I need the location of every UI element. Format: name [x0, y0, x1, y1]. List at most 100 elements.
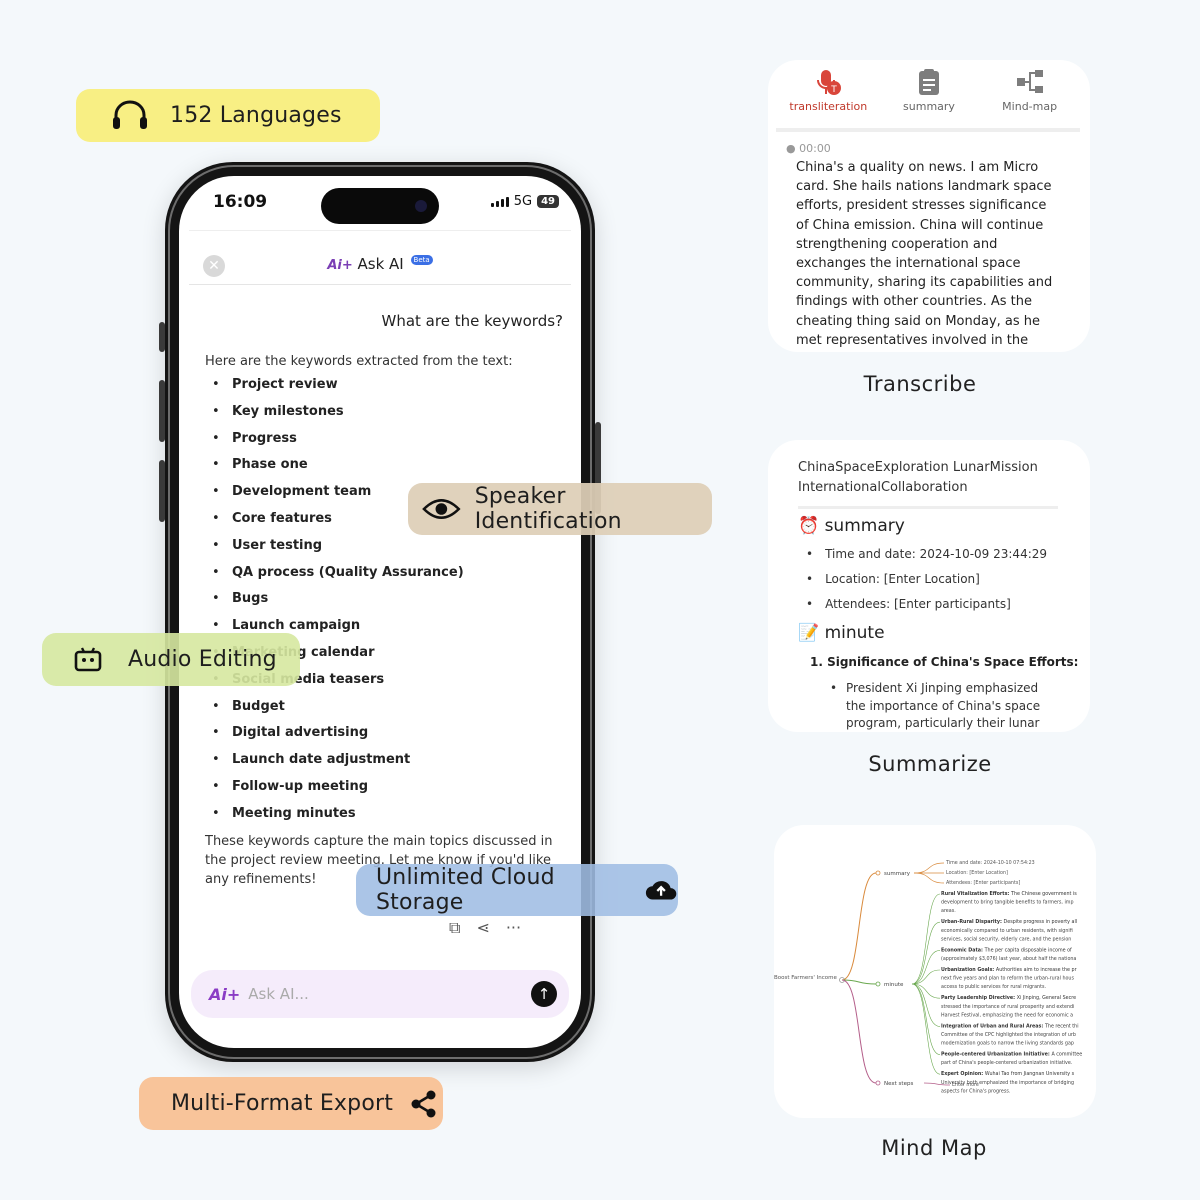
- badge-multi-format-export: Multi-Format Export: [139, 1077, 443, 1130]
- mindmap-leaf-title: Integration of Urban and Rural Areas:: [941, 1023, 1045, 1029]
- send-button[interactable]: ↑: [531, 981, 557, 1007]
- alarm-clock-icon: ⏰: [798, 516, 820, 536]
- mindmap-leaf: Party Leadership Directive: Xi Jinping, …: [941, 995, 1076, 1001]
- share-icon[interactable]: ⋖: [476, 918, 490, 937]
- mindmap-leaf-line: [911, 983, 941, 1075]
- mindmap-leaf: Integration of Urban and Rural Areas: Th…: [941, 1023, 1079, 1029]
- summary-heading-label: summary: [824, 516, 905, 536]
- minute-numbered-item: 1. Significance of China's Space Efforts…: [810, 655, 1079, 669]
- timestamp: ● 00:00: [786, 142, 831, 155]
- copy-icon[interactable]: ⧉: [449, 918, 461, 937]
- tab-divider: [776, 128, 1080, 132]
- ask-ai-input[interactable]: Ai+ Ask AI... ↑: [191, 970, 569, 1018]
- mindmap-leaf-body: stressed the importance of rural prosper…: [941, 1004, 1074, 1010]
- summary-heading: ⏰ summary: [798, 516, 905, 536]
- badge-cloud-label: Unlimited Cloud Storage: [376, 865, 555, 915]
- tab-mind-map[interactable]: Mind-map: [985, 68, 1075, 128]
- summary-keywords: ChinaSpaceExploration LunarMission Inter…: [798, 458, 1058, 509]
- ask-ai-header: ✕ Ai+ Ask AI Beta: [189, 230, 571, 285]
- ai-answer: Here are the keywords extracted from the…: [205, 354, 565, 833]
- mindmap-leaf-title: Rural Vitalization Efforts:: [941, 891, 1011, 897]
- mindmap-branch-line: [841, 872, 877, 981]
- badge-speaker-identification: Speaker Identification: [408, 483, 712, 535]
- mindmap-leaf-title: People-centered Urbanization Initiative:: [941, 1052, 1051, 1058]
- mindmap-branch-label: summary: [884, 871, 911, 877]
- mindmap-leaf-body: The recent thi: [1044, 1023, 1079, 1029]
- more-icon[interactable]: ···: [505, 918, 522, 937]
- mindmap-leaf-body: next five years and plan to reform the u…: [941, 976, 1074, 982]
- mindmap-leaf-line: [911, 983, 941, 1027]
- mindmap-leaf-line: [911, 950, 941, 985]
- tab-label: Mind-map: [1002, 100, 1058, 113]
- answer-closing: These keywords capture the main topics d…: [205, 834, 553, 887]
- transcript-text: China's a quality on news. I am Micro ca…: [796, 160, 1053, 348]
- user-question: What are the keywords?: [381, 312, 564, 330]
- mindmap-leaf-body: Authorities aim to increase the pr: [996, 967, 1077, 973]
- mindmap-leaf: Urbanization Goals: Authorities aim to i…: [941, 967, 1077, 973]
- robot-icon: [74, 646, 102, 671]
- mindmap-leaf-line: [911, 921, 941, 985]
- tab-label: summary: [903, 100, 955, 113]
- mindmap-leaf-line: [923, 1082, 951, 1086]
- mindmap-leaf: Attendees: [Enter participants]: [946, 880, 1020, 886]
- tab-label: transliteration: [789, 100, 868, 113]
- keyword-item: Core features: [205, 511, 565, 538]
- mic-icon: T: [813, 68, 843, 100]
- mindmap-branch-node: [875, 1080, 881, 1086]
- mindmap-leaf: Time and date: 2024-10-10 07:54:23: [945, 860, 1035, 866]
- battery-icon: 49: [537, 195, 559, 208]
- keyword-item: Budget: [205, 699, 565, 726]
- timestamp-value: 00:00: [799, 142, 831, 155]
- minute-heading: 📝 minute: [798, 623, 885, 643]
- mindmap-leaf-title: Urbanization Goals:: [941, 967, 996, 973]
- caption-summarize: Summarize: [868, 752, 992, 776]
- mindmap-leaf-body: The Chinese government is: [1010, 891, 1077, 897]
- ask-ai-title: Ai+ Ask AI Beta: [189, 255, 571, 273]
- headset-icon: [113, 100, 147, 129]
- mindmap-branch-node: [875, 981, 881, 987]
- mindmap-leaf-body: The per capita disposable income of: [984, 947, 1072, 953]
- tab-transliteration[interactable]: T transliteration: [783, 68, 873, 128]
- keyword-item: Project review: [205, 377, 565, 404]
- input-placeholder: Ask AI...: [248, 985, 309, 1003]
- ai-logo-icon: Ai+: [327, 258, 353, 273]
- mindmap-icon: [1015, 68, 1045, 100]
- mindmap-leaf: Rural Vitalization Efforts: The Chinese …: [941, 891, 1077, 897]
- keyword-item: Phase one: [205, 457, 565, 484]
- keyword-item: Launch campaign: [205, 618, 565, 645]
- keyword-item: Digital advertising: [205, 725, 565, 752]
- summary-item: Time and date: 2024-10-09 23:44:29: [806, 547, 1047, 561]
- mindmap-leaf: People-centered Urbanization Initiative:…: [941, 1052, 1082, 1058]
- tab-summary[interactable]: summary: [884, 68, 974, 128]
- ai-logo-icon: Ai+: [209, 984, 241, 1004]
- phone-mockup: 16:09 5G 49 ✕ Ai+ Ask AI Beta What are t…: [159, 162, 601, 1062]
- mindmap-leaf-body: Committee of the CPC highlighted the int…: [941, 1032, 1076, 1038]
- mindmap-leaf-line: [911, 983, 941, 999]
- keyword-item: User testing: [205, 538, 565, 565]
- mindmap-leaf-body: economically compared to urban residents…: [941, 928, 1073, 934]
- mindmap-leaf-line: [911, 893, 941, 985]
- mindmap-branch-line: [841, 979, 877, 1084]
- mindmap-leaf-body: Wuhai Tao from Jiangnan University s: [985, 1071, 1075, 1077]
- keyword-item: Meeting minutes: [205, 806, 565, 833]
- transcribe-tabs: T transliteration summary Mind-map: [768, 68, 1090, 128]
- close-button[interactable]: ✕: [203, 255, 225, 277]
- badge-speaker-label: Speaker Identification: [474, 484, 622, 534]
- mindmap-leaf-title: Expert Opinion:: [941, 1071, 985, 1077]
- keyword-list: Project review Key milestones Progress P…: [205, 377, 565, 833]
- mindmap-leaf-body: modernization goals to narrow the living…: [941, 1041, 1074, 1047]
- dynamic-island: [321, 188, 439, 224]
- badge-languages: 152 Languages: [76, 89, 380, 142]
- signal-icon: [490, 196, 509, 207]
- mindmap-branch-node: [875, 870, 881, 876]
- memo-icon: 📝: [798, 623, 820, 643]
- mindmap-leaf-body: part of China's people-centered urbaniza…: [941, 1060, 1072, 1066]
- share-icon: [411, 1090, 436, 1117]
- mindmap-branch-label: minute: [884, 982, 904, 988]
- svg-text:T: T: [831, 85, 838, 95]
- mindmap-leaf-title: Economic Data:: [941, 947, 985, 953]
- mindmap-leaf: Enter more: [952, 1082, 979, 1088]
- mindmap-leaf-body: Xi Jinping, General Secre: [1017, 995, 1076, 1001]
- mindmap-leaf-title: Urban-Rural Disparity:: [941, 919, 1004, 925]
